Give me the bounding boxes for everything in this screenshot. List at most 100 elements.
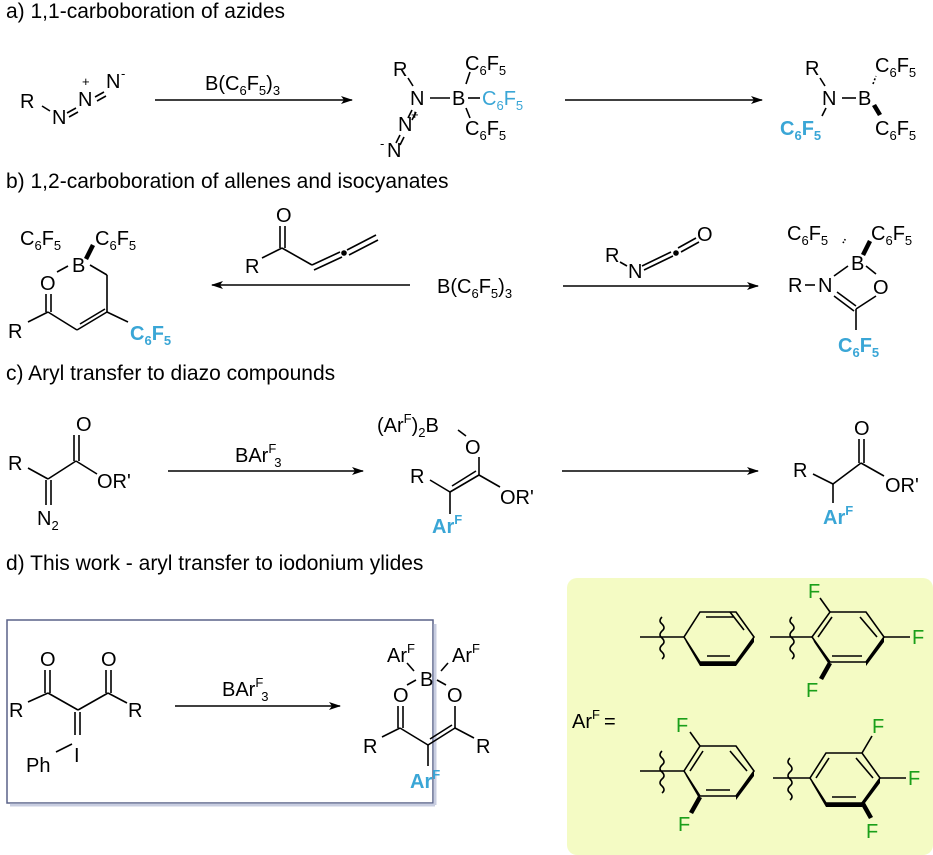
r-group-label: R — [793, 460, 807, 482]
r-group-label: R — [245, 256, 259, 278]
nitrogen-label: N — [387, 140, 401, 162]
nitrogen-label: N — [410, 88, 424, 110]
svg-text:F: F — [806, 680, 818, 702]
arf-equals-label: ArF= — [572, 707, 616, 733]
r-group-label: R — [605, 245, 619, 267]
azide-substrate: R N N + N - — [20, 66, 125, 129]
oxygen-label: O — [447, 685, 463, 707]
r-group-label: R — [476, 736, 490, 758]
reagent-bcf: B(C6F5)3 — [205, 73, 280, 98]
boron-label: B — [420, 669, 433, 691]
svg-text:F: F — [908, 768, 920, 790]
svg-text:C6F5: C6F5 — [787, 223, 828, 248]
nitrogen-label: N — [106, 71, 120, 93]
r-group-label: R — [9, 700, 23, 722]
r-group-label: R — [128, 700, 142, 722]
boron-enolate-intermediate: (ArF)2B O OR' R ArF — [377, 411, 534, 538]
nitrogen-label: N — [822, 88, 836, 110]
svg-text:F: F — [866, 821, 878, 843]
transferred-c6f5: C6F5 — [780, 118, 821, 143]
aminoborane-product: R N B C6F5 C6F5 C6F5 — [780, 55, 916, 143]
phenyl-structure — [640, 611, 755, 666]
phenyl-label: Ph — [26, 755, 50, 777]
isocyanate-reagent: R N O — [605, 224, 713, 283]
negative-charge: - — [121, 66, 125, 81]
svg-text:F: F — [676, 715, 688, 737]
nitrogen-label: N — [628, 261, 642, 283]
svg-text:C6F5: C6F5 — [20, 228, 61, 253]
boron-label: B — [72, 255, 85, 277]
transferred-arf: ArF — [823, 503, 853, 529]
nitrogen-label: N — [52, 107, 66, 129]
r-group-label: R — [8, 453, 22, 475]
r-group-label: R — [363, 736, 377, 758]
transferred-arf: ArF — [432, 512, 462, 538]
diaryl-boryl-label: (ArF)2B — [377, 411, 439, 440]
ester-label: OR' — [500, 487, 534, 509]
oxygen-label: O — [854, 418, 870, 440]
r-group-label: R — [8, 321, 22, 343]
svg-text:F: F — [678, 814, 690, 836]
dioxaborinine-product: ArF ArF B O O R R ArF — [363, 641, 490, 793]
svg-text:F: F — [808, 581, 820, 603]
r-group-label: R — [805, 58, 819, 80]
svg-text:C6F5: C6F5 — [465, 118, 506, 143]
this-work-box — [6, 619, 434, 804]
arf-definition-panel — [567, 578, 933, 855]
oxygen-label: O — [393, 685, 409, 707]
section-c-heading: c) Aryl transfer to diazo compounds — [6, 362, 336, 385]
nitrogen-label: N — [398, 114, 412, 136]
r-group-label: R — [788, 275, 802, 297]
arylacetate-product: O R OR' ArF — [793, 418, 919, 529]
allenyl-ketone-reagent: O R — [245, 205, 379, 278]
oxazaboretidine-product: C6F5 C6F5 B R N O C6F5 — [787, 223, 912, 360]
r-group-label: R — [410, 466, 424, 488]
oxygen-label: O — [76, 414, 92, 436]
oxygen-label: O — [40, 273, 56, 295]
svg-text:ArF: ArF — [387, 641, 415, 667]
r-group-label: R — [393, 59, 407, 81]
transferred-c6f5: C6F5 — [130, 323, 171, 348]
ester-label: OR' — [97, 471, 131, 493]
oxygen-label: O — [101, 649, 117, 671]
diazo-substrate: O R OR' N2 — [8, 414, 131, 533]
positive-charge: + — [82, 74, 90, 89]
boracycle-product-left: C6F5 C6F5 B O R C6F5 — [8, 228, 171, 348]
transferred-c6f5: C6F5 — [838, 335, 879, 360]
diazo-label: N2 — [37, 508, 59, 533]
svg-text:C6F5: C6F5 — [875, 118, 916, 143]
svg-text:C6F5: C6F5 — [95, 228, 136, 253]
svg-text:ArF: ArF — [452, 641, 480, 667]
transferred-c6f5: C6F5 — [482, 88, 523, 113]
trifluorophenyl-345-structure: F F F — [773, 716, 920, 843]
svg-text:F: F — [872, 716, 884, 738]
svg-text:C6F5: C6F5 — [875, 55, 916, 80]
section-d-heading: d) This work - aryl transfer to iodonium… — [6, 552, 424, 575]
iodonium-ylide-substrate: O O R R I Ph — [9, 649, 142, 777]
azide-borane-adduct: R N B C6F5 C6F5 C6F5 N + N - — [380, 53, 523, 162]
oxygen-label: O — [40, 649, 56, 671]
section-b-heading: b) 1,2-carboboration of allenes and isoc… — [6, 170, 449, 193]
difluorophenyl-26-structure: F F — [640, 715, 755, 836]
svg-text:C6F5: C6F5 — [465, 53, 506, 78]
boron-label: B — [452, 88, 465, 110]
oxygen-label: O — [465, 437, 481, 459]
svg-text:+: + — [411, 107, 419, 122]
iodine-label: I — [74, 745, 80, 767]
oxygen-label: O — [873, 277, 889, 299]
boron-label: B — [851, 253, 864, 275]
oxygen-label: O — [697, 224, 713, 246]
boron-label: B — [858, 88, 871, 110]
r-group-label: R — [20, 91, 34, 113]
reagent-bcf: B(C6F5)3 — [437, 276, 512, 301]
nitrogen-label: N — [78, 89, 92, 111]
nitrogen-label: N — [818, 275, 832, 297]
svg-text:-: - — [380, 136, 384, 151]
ester-label: OR' — [885, 475, 919, 497]
oxygen-label: O — [276, 205, 292, 227]
trifluorophenyl-246-structure: F F F — [770, 581, 924, 702]
svg-text:F: F — [912, 627, 924, 649]
